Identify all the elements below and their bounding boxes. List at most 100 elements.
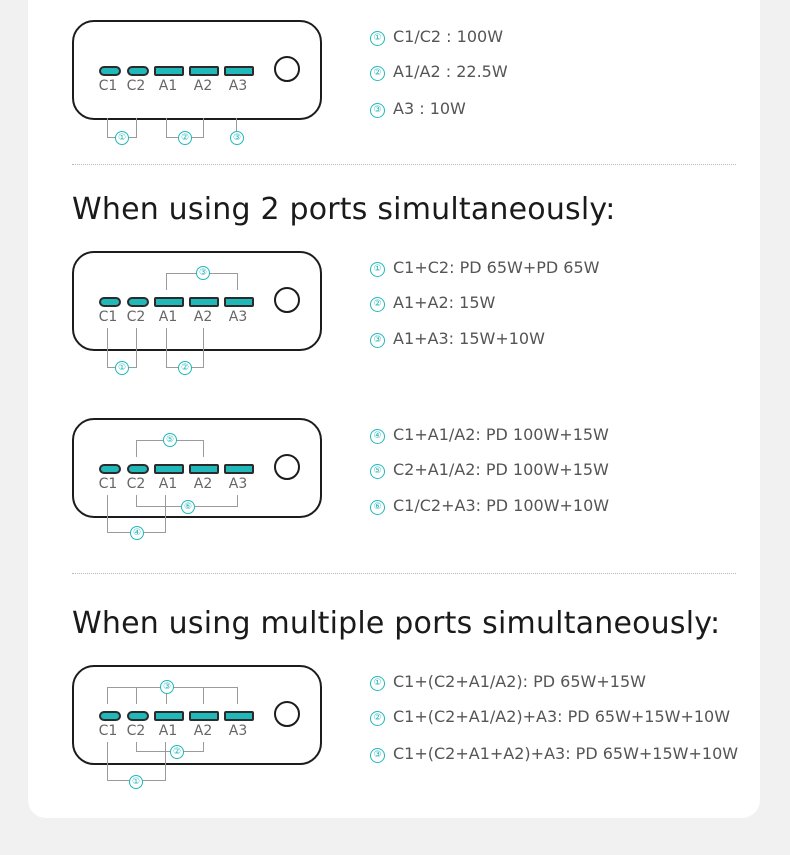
spec-marker: ① xyxy=(370,676,385,691)
bracket-line xyxy=(203,687,204,704)
port-label: A2 xyxy=(193,723,213,739)
port-label: A1 xyxy=(158,476,178,492)
port-c2-icon xyxy=(127,711,149,721)
spec-marker: ⑤ xyxy=(370,464,385,479)
diagram-marker: ③ xyxy=(196,266,210,280)
spec-line: ① C1+(C2+A1/A2): PD 65W+15W xyxy=(370,672,646,691)
spec-line: ① C1+C2: PD 65W+PD 65W xyxy=(370,258,599,277)
power-button-icon xyxy=(274,454,300,480)
diagram-marker: ② xyxy=(178,131,192,145)
port-label: A1 xyxy=(158,78,178,94)
diagram-marker: ④ xyxy=(130,526,144,540)
spec-line: ② A1/A2 : 22.5W xyxy=(370,62,508,81)
spec-text: C1+(C2+A1/A2)+A3: PD 65W+15W+10W xyxy=(393,707,731,726)
spec-marker: ③ xyxy=(370,748,385,763)
spec-text: C1/C2 : 100W xyxy=(393,27,504,46)
port-c2-icon xyxy=(127,297,149,307)
port-label: A2 xyxy=(193,78,213,94)
port-c1-icon xyxy=(99,464,121,474)
spec-marker: ③ xyxy=(370,333,385,348)
spec-marker: ④ xyxy=(370,429,385,444)
port-a1-icon xyxy=(154,711,184,721)
section-heading: When using multiple ports simultaneously… xyxy=(72,606,721,641)
port-label: A2 xyxy=(193,309,213,325)
spec-line: ④ C1+A1/A2: PD 100W+15W xyxy=(370,425,609,444)
diagram-marker: ② xyxy=(178,361,192,375)
port-a3-icon xyxy=(224,297,254,307)
port-label: C2 xyxy=(126,309,146,325)
port-a3-icon xyxy=(224,711,254,721)
port-label: C1 xyxy=(98,309,118,325)
port-label: A3 xyxy=(228,723,248,739)
spec-line: ⑥ C1/C2+A3: PD 100W+10W xyxy=(370,496,609,515)
diagram-marker: ⑤ xyxy=(163,433,177,447)
spec-marker: ② xyxy=(370,711,385,726)
bracket-line xyxy=(166,687,167,704)
port-label: C2 xyxy=(126,78,146,94)
spec-line: ③ A3 : 10W xyxy=(370,99,466,118)
bracket-line xyxy=(236,118,237,131)
port-label: C1 xyxy=(98,476,118,492)
section-divider xyxy=(72,164,736,165)
port-a1-icon xyxy=(154,66,184,76)
spec-text: C1+C2: PD 65W+PD 65W xyxy=(393,258,600,277)
spec-line: ② C1+(C2+A1/A2)+A3: PD 65W+15W+10W xyxy=(370,707,730,726)
diagram-marker: ③ xyxy=(160,680,174,694)
port-a1-icon xyxy=(154,297,184,307)
port-a3-icon xyxy=(224,66,254,76)
port-label: A3 xyxy=(228,309,248,325)
diagram-marker: ① xyxy=(115,361,129,375)
power-bank-diagram-2: C1 C2 A1 A2 A3 xyxy=(72,251,322,351)
port-a2-icon xyxy=(189,711,219,721)
port-c2-icon xyxy=(127,464,149,474)
spec-marker: ① xyxy=(370,262,385,277)
diagram-marker: ② xyxy=(170,745,184,759)
power-button-icon xyxy=(274,287,300,313)
spec-text: A1+A2: 15W xyxy=(393,293,496,312)
port-label: C1 xyxy=(98,78,118,94)
spec-text: C1+(C2+A1+A2)+A3: PD 65W+15W+10W xyxy=(393,744,739,763)
spec-text: A1/A2 : 22.5W xyxy=(393,62,508,81)
spec-text: C2+A1/A2: PD 100W+15W xyxy=(393,460,609,479)
spec-marker: ③ xyxy=(370,103,385,118)
diagram-marker: ③ xyxy=(230,131,244,145)
port-label: A1 xyxy=(158,309,178,325)
spec-marker: ② xyxy=(370,66,385,81)
spec-text: C1+A1/A2: PD 100W+15W xyxy=(393,425,609,444)
port-label: A1 xyxy=(158,723,178,739)
power-button-icon xyxy=(274,701,300,727)
section-divider xyxy=(72,573,736,574)
spec-line: ② A1+A2: 15W xyxy=(370,293,495,312)
power-bank-diagram-4: C1 C2 A1 A2 A3 xyxy=(72,665,322,765)
spec-line: ③ C1+(C2+A1+A2)+A3: PD 65W+15W+10W xyxy=(370,744,738,763)
port-a3-icon xyxy=(224,464,254,474)
port-label: C1 xyxy=(98,723,118,739)
port-a2-icon xyxy=(189,297,219,307)
diagram-marker: ① xyxy=(129,775,143,789)
spec-text: C1/C2+A3: PD 100W+10W xyxy=(393,496,610,515)
power-bank-diagram-3: C1 C2 A1 A2 A3 xyxy=(72,418,322,518)
diagram-marker: ⑥ xyxy=(181,500,195,514)
port-label: C2 xyxy=(126,723,146,739)
port-a2-icon xyxy=(189,66,219,76)
port-c1-icon xyxy=(99,66,121,76)
power-button-icon xyxy=(274,56,300,82)
port-c1-icon xyxy=(99,711,121,721)
port-a1-icon xyxy=(154,464,184,474)
port-c1-icon xyxy=(99,297,121,307)
spec-marker: ⑥ xyxy=(370,500,385,515)
port-label: A2 xyxy=(193,476,213,492)
bracket-line xyxy=(136,687,137,704)
spec-text: A1+A3: 15W+10W xyxy=(393,329,545,348)
spec-line: ③ A1+A3: 15W+10W xyxy=(370,329,545,348)
port-label: A3 xyxy=(228,78,248,94)
power-bank-diagram-1: C1 C2 A1 A2 A3 xyxy=(72,20,322,120)
diagram-marker: ① xyxy=(115,131,129,145)
spec-text: A3 : 10W xyxy=(393,99,466,118)
spec-line: ⑤ C2+A1/A2: PD 100W+15W xyxy=(370,460,609,479)
port-label: A3 xyxy=(228,476,248,492)
spec-text: C1+(C2+A1/A2): PD 65W+15W xyxy=(393,672,646,691)
spec-marker: ② xyxy=(370,297,385,312)
port-c2-icon xyxy=(127,66,149,76)
